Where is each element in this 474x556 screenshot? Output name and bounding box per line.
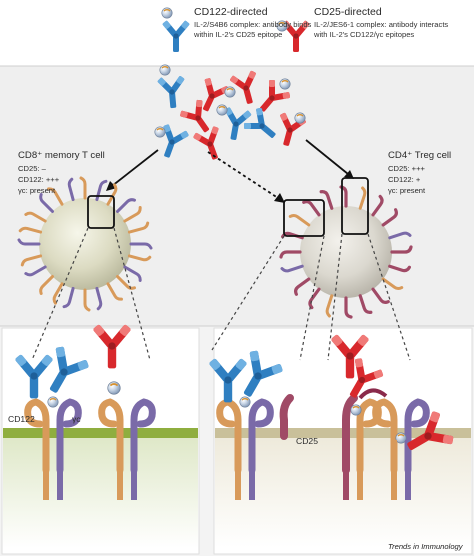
cd4-cd25-level: CD25: +++ [388,164,425,173]
cd122-heading: CD122-directed [194,6,268,18]
cd4-gamma-status: γc: present [388,186,426,195]
cd25-receptor-2 [342,394,358,474]
cd25-receptor-label: CD25 [296,436,318,446]
bottom-left-scene [3,323,198,548]
cd122-receptor-1 [24,398,50,474]
cd4-cell [279,185,413,319]
gamma-receptor-1 [56,398,82,474]
cd25-desc-line2: with IL-2's CD122/γc epitopes [314,30,415,39]
cd4-cell-title: CD4⁺ Treg cell [388,150,452,161]
gamma-c-receptor-label: γc [72,414,81,424]
cd8-gamma-status: γc: present [18,186,56,195]
cd8-cell [17,176,153,312]
journal-brand: Trends in Immunology [388,542,463,551]
bottom-right-scene [208,333,471,548]
cd4-zoom-box-right [341,177,369,235]
cd25-desc-line1: IL-2/JES6-1 complex: antibody interacts [314,20,449,29]
cd8-zoom-box [87,195,115,229]
cd122-desc-line2: within IL-2's CD25 epitope [194,30,283,39]
cd25-receptor-1 [279,394,294,440]
cd25-heading: CD25-directed [314,6,382,18]
arrows [106,139,354,203]
cd8-cell-title: CD8⁺ memory T cell [18,150,105,161]
cd122-receptor-2 [98,398,124,474]
cd4-zoom-box-left [283,199,325,237]
zoom-lines [31,227,411,361]
cd122-desc-line1: IL-2/S4B6 complex: antibody binds [194,20,312,29]
cd4-cd122-level: CD122: + [388,175,421,184]
cd8-cd25-level: CD25: – [18,164,46,173]
membrane-left [3,428,198,438]
cd122-receptor-label: CD122 [8,414,35,424]
gamma-receptor-2 [130,398,156,474]
cd8-cd122-level: CD122: +++ [18,175,60,184]
